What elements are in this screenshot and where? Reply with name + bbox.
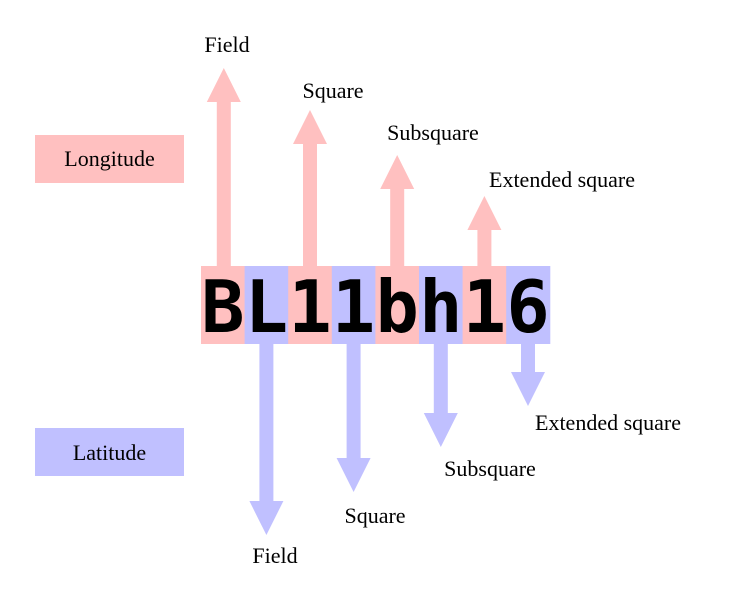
- locator-character: b: [376, 265, 419, 349]
- locator-cell-latitude: [331, 266, 376, 344]
- locator-cell-longitude: [288, 266, 333, 344]
- locator-cell-longitude: [375, 266, 420, 344]
- longitude-subsquare-label: Subsquare: [387, 120, 479, 145]
- locator-character: 1: [463, 265, 506, 349]
- latitude-legend-label: Latitude: [73, 440, 146, 465]
- locator-character: 1: [332, 265, 375, 349]
- longitude-legend-box: [35, 135, 184, 183]
- locator-cell-latitude: [506, 266, 551, 344]
- longitude-legend-label: Longitude: [64, 146, 154, 171]
- longitude-arrow: [467, 196, 502, 268]
- latitude-square-label: Square: [344, 503, 405, 528]
- latitude-extended-square-label: Extended square: [535, 410, 681, 435]
- locator-cell-latitude: [419, 266, 464, 344]
- latitude-arrow: [249, 342, 284, 535]
- arrows-group: [206, 68, 545, 535]
- locator-cell-longitude: [201, 266, 246, 344]
- longitude-arrow: [206, 68, 241, 268]
- locator-character: B: [201, 265, 244, 349]
- latitude-arrow: [511, 342, 545, 406]
- latitude-arrow: [423, 342, 458, 447]
- latitude-field-label: Field: [252, 543, 297, 568]
- latitude-legend-box: [35, 428, 184, 476]
- latitude-arrow: [336, 342, 371, 492]
- locator-cell-longitude: [462, 266, 507, 344]
- longitude-arrow: [380, 155, 415, 268]
- locator-character: 6: [506, 265, 549, 349]
- locator-cell-latitude: [244, 266, 289, 344]
- locator-character: h: [419, 265, 462, 349]
- longitude-square-label: Square: [302, 78, 363, 103]
- longitude-field-label: Field: [204, 32, 249, 57]
- locator-character: L: [245, 265, 288, 349]
- locator-character: 1: [288, 265, 331, 349]
- longitude-arrow: [293, 110, 327, 268]
- longitude-extended-square-label: Extended square: [489, 167, 635, 192]
- latitude-subsquare-label: Subsquare: [444, 456, 536, 481]
